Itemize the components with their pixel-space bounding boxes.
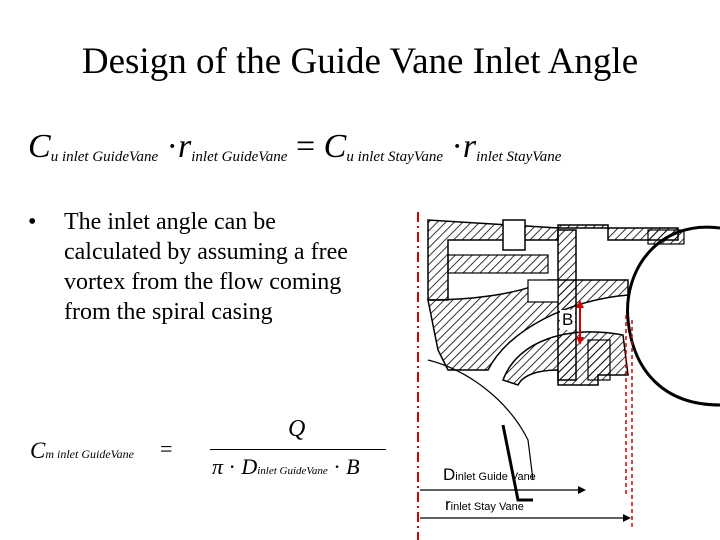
label-d-inlet-guide-vane: Dinlet Guide Vane <box>443 465 536 484</box>
bullet-text: The inlet angle can be calculated by ass… <box>64 209 348 325</box>
cu-guide-vane: Cu inlet GuideVane <box>28 128 159 165</box>
vortex-equation: Cu inlet GuideVane ·rinlet GuideVane = C… <box>28 128 708 178</box>
multiply-dot: · <box>451 128 463 165</box>
spiral-casing <box>626 225 720 407</box>
cu-stay-vane: Cu inlet StayVane <box>323 128 443 165</box>
equals-sign: = <box>160 436 173 461</box>
bullet-marker: • <box>28 209 37 235</box>
label-r-inlet-stay-vane: rinlet Stay Vane <box>445 495 524 514</box>
draft-tube-contour <box>427 359 534 481</box>
equals-sign: = <box>295 128 316 165</box>
fraction-bar <box>210 449 386 450</box>
r-stay-vane: rinlet StayVane <box>462 128 562 165</box>
cover-flange <box>447 254 549 274</box>
flow-rate-q: Q <box>288 416 306 442</box>
r-guide-vane: rinlet GuideVane <box>178 128 288 165</box>
runner-crown <box>427 279 629 371</box>
fraction-denominator: π · Dinlet GuideVane · B <box>212 454 360 479</box>
slide-title: Design of the Guide Vane Inlet Angle <box>81 41 639 82</box>
label-b: B <box>560 310 576 330</box>
multiply-dot: · <box>166 128 178 165</box>
cm-guide-vane: Cm inlet GuideVane <box>30 438 134 463</box>
turbine-cross-section-drawing <box>417 212 720 540</box>
meridional-velocity-equation: Cm inlet GuideVane = Q π · Dinlet GuideV… <box>30 416 386 490</box>
